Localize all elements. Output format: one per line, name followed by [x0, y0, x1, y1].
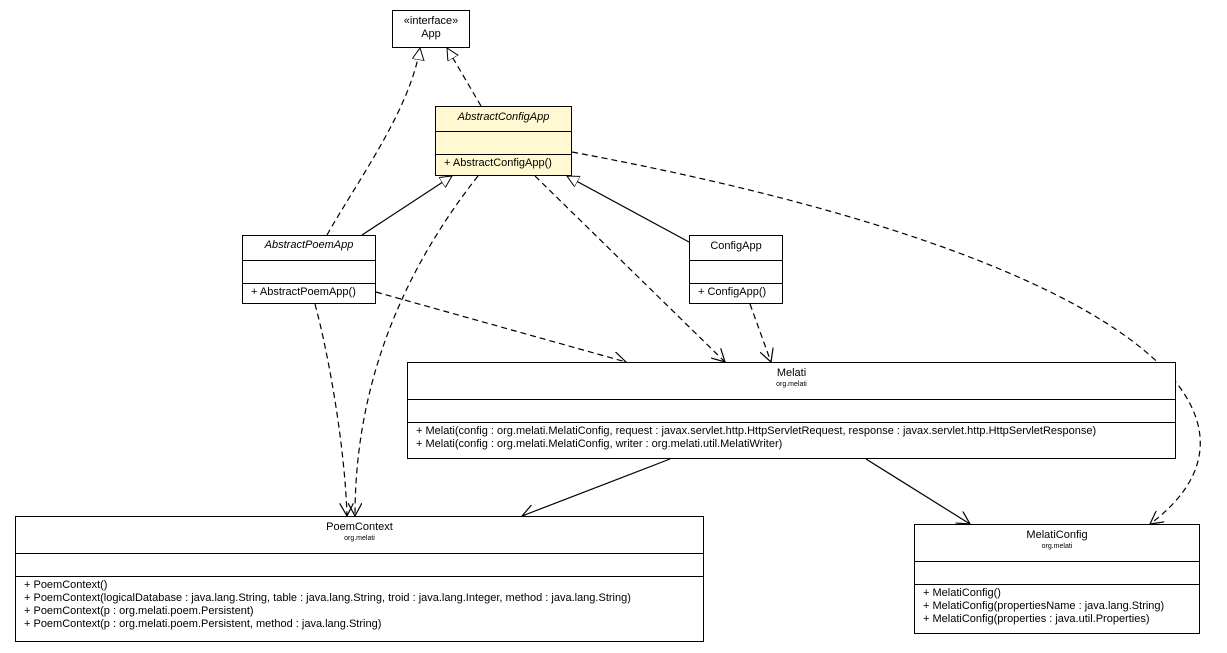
config-app-attributes: [690, 260, 782, 283]
class-melati[interactable]: Melati org.melati + Melati(config : org.…: [407, 362, 1176, 459]
dependency-edge-abstractconfigapp-melati: [534, 175, 725, 362]
config-app-name: ConfigApp: [710, 240, 762, 252]
operation: + Melati(config : org.melati.MelatiConfi…: [416, 425, 1097, 437]
operation: + AbstractPoemApp(): [251, 286, 356, 298]
abstract-config-app-operations: + AbstractConfigApp(): [436, 154, 571, 171]
dependency-edge-abstractconfigapp-poemcontext: [355, 175, 479, 516]
config-app-operations: + ConfigApp(): [690, 283, 782, 300]
poem-context-operations: + PoemContext() + PoemContext(logicalDat…: [16, 576, 703, 632]
realization-edge-abstractpoemapp-app: [326, 48, 420, 236]
association-edge-melati-melaticonfig: [865, 458, 970, 524]
class-abstract-config-app[interactable]: AbstractConfigApp + AbstractConfigApp(): [435, 106, 572, 176]
melati-package: org.melati: [776, 381, 807, 388]
operation: + PoemContext(p : org.melati.poem.Persis…: [24, 618, 382, 630]
melati-attributes: [408, 399, 1175, 422]
class-config-app[interactable]: ConfigApp + ConfigApp(): [689, 235, 783, 304]
class-poem-context[interactable]: PoemContext org.melati + PoemContext() +…: [15, 516, 704, 642]
melati-operations: + Melati(config : org.melati.MelatiConfi…: [408, 422, 1175, 452]
class-app[interactable]: «interface» App: [392, 10, 470, 48]
operation: + Melati(config : org.melati.MelatiConfi…: [416, 438, 783, 450]
abstract-poem-app-operations: + AbstractPoemApp(): [243, 283, 375, 300]
operation: + MelatiConfig(propertiesName : java.lan…: [923, 600, 1165, 612]
dependency-edge-abstractpoemapp-melati: [375, 291, 626, 362]
class-melati-config[interactable]: MelatiConfig org.melati + MelatiConfig()…: [914, 524, 1200, 634]
generalization-edge-abstractpoemapp-abstractconfigapp: [361, 176, 452, 236]
realization-edge-abstractconfigapp-app: [447, 48, 482, 107]
operation: + PoemContext(): [24, 579, 108, 591]
app-name: App: [421, 28, 441, 40]
poem-context-attributes: [16, 553, 703, 576]
melati-config-operations: + MelatiConfig() + MelatiConfig(properti…: [915, 584, 1199, 627]
generalization-edge-configapp-abstractconfigapp: [567, 176, 690, 243]
operation: + PoemContext(logicalDatabase : java.lan…: [24, 592, 631, 604]
class-abstract-poem-app[interactable]: AbstractPoemApp + AbstractPoemApp(): [242, 235, 376, 304]
melati-config-package: org.melati: [1041, 543, 1073, 550]
operation: + PoemContext(p : org.melati.poem.Persis…: [24, 605, 254, 617]
abstract-config-app-name: AbstractConfigApp: [457, 111, 550, 123]
abstract-poem-app-name: AbstractPoemApp: [264, 239, 354, 251]
app-stereotype: «interface»: [403, 15, 459, 27]
melati-config-attributes: [915, 561, 1199, 584]
dependency-edge-configapp-melati: [749, 303, 771, 362]
operation: + AbstractConfigApp(): [444, 157, 552, 169]
association-edge-melati-poemcontext: [522, 458, 671, 516]
poem-context-package: org.melati: [344, 535, 375, 542]
melati-config-name: MelatiConfig: [1026, 529, 1088, 541]
melati-name: Melati: [776, 367, 807, 379]
dependency-edge-abstractconfigapp-melaticonfig: [571, 151, 1201, 524]
poem-context-name: PoemContext: [326, 521, 393, 533]
dependency-edge-abstractpoemapp-poemcontext: [314, 303, 347, 516]
operation: + MelatiConfig(): [923, 587, 1001, 599]
operation: + MelatiConfig(properties : java.util.Pr…: [923, 613, 1150, 625]
operation: + ConfigApp(): [698, 286, 767, 298]
abstract-config-app-attributes: [436, 131, 571, 154]
abstract-poem-app-attributes: [243, 260, 375, 283]
